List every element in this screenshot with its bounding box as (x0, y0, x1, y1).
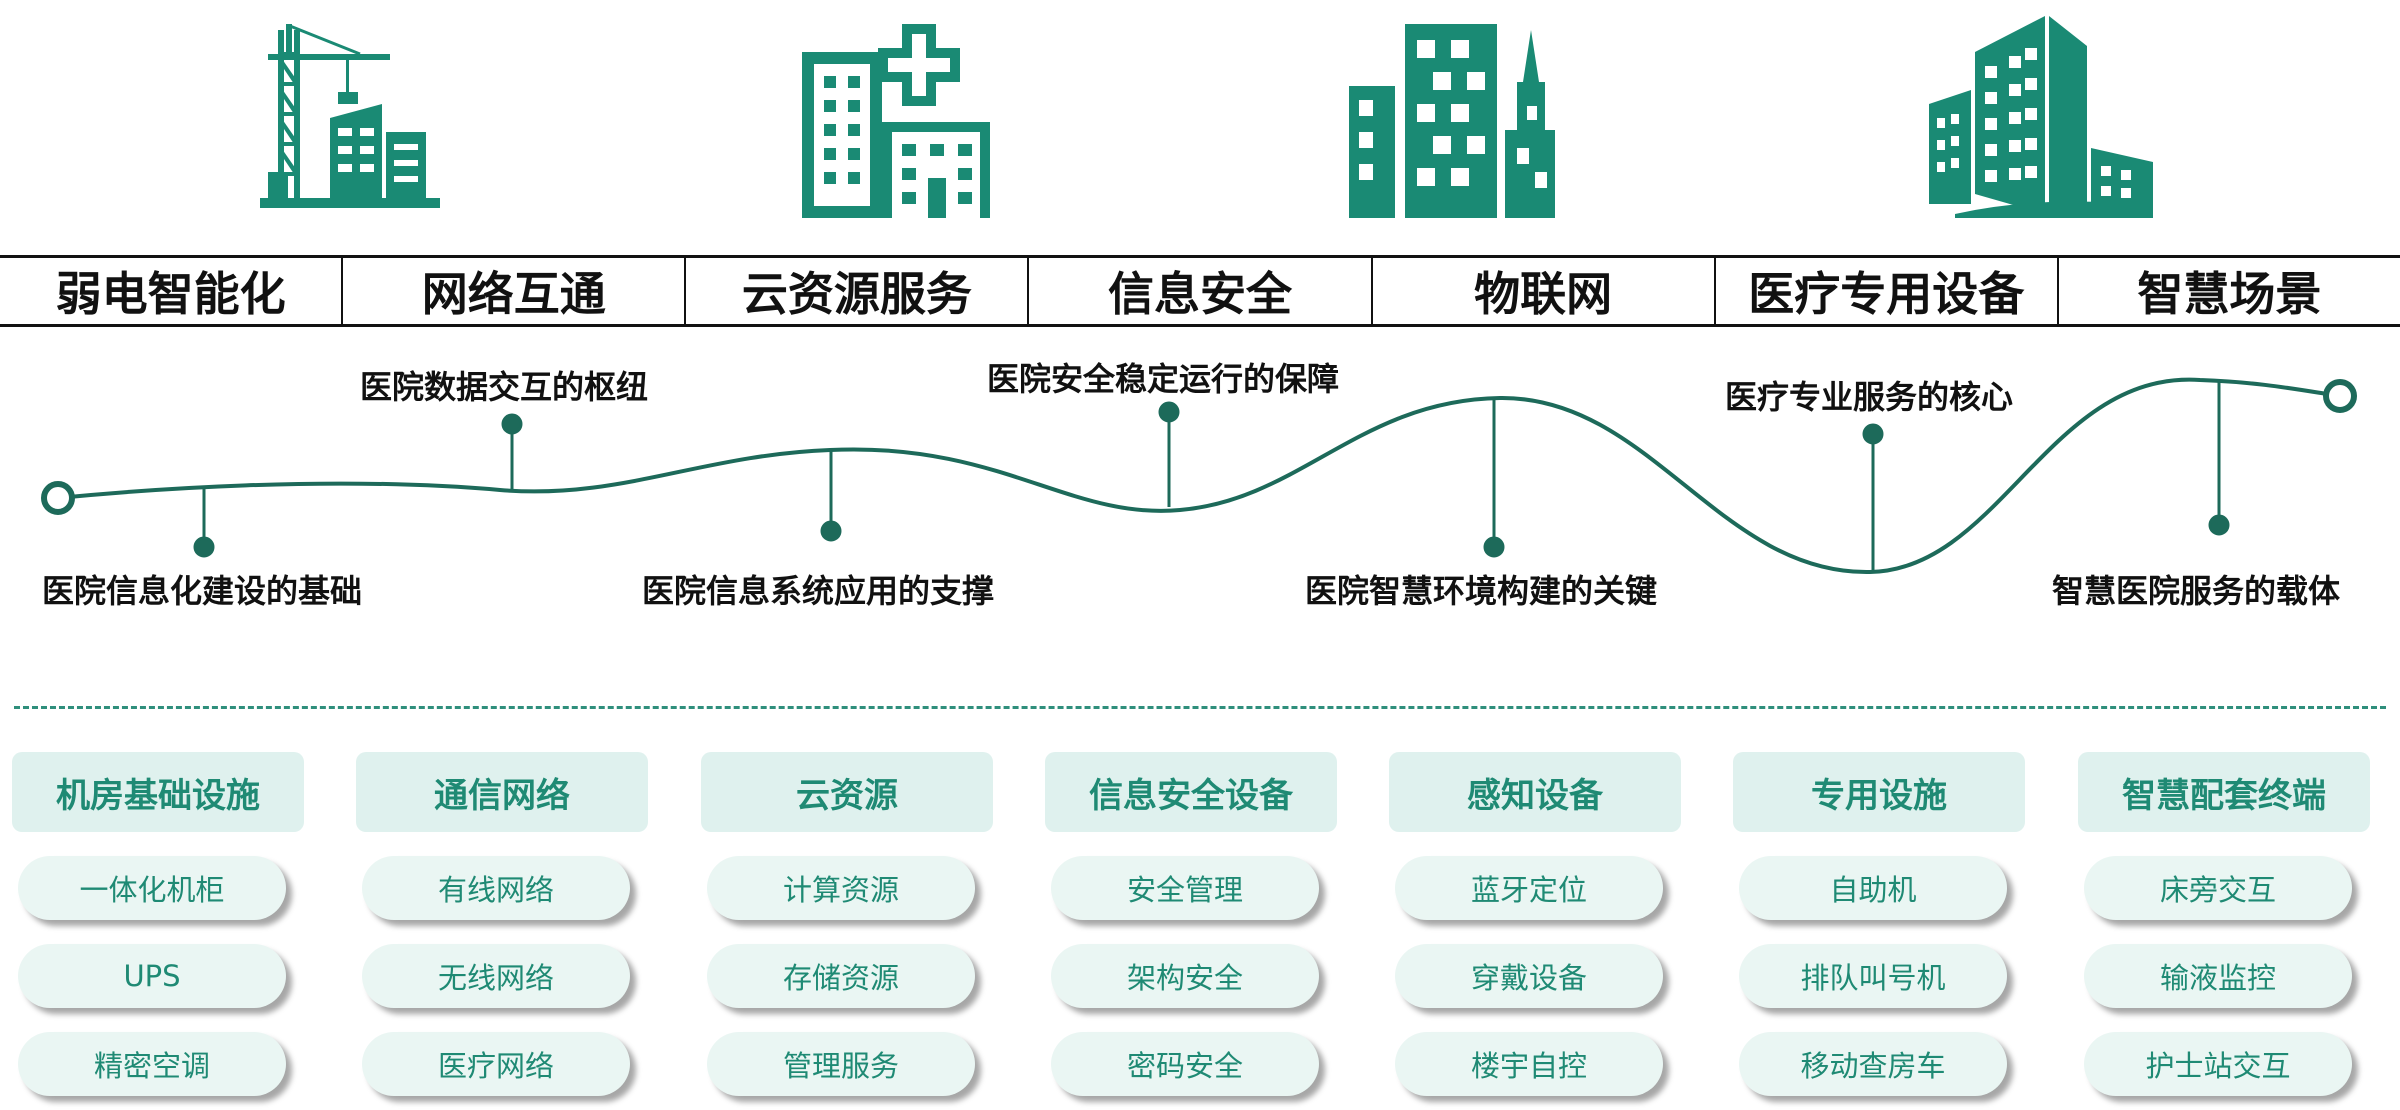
column-item: 楼宇自控 (1395, 1032, 1663, 1096)
connector-dot-5 (1483, 536, 1505, 558)
timeline-label: 医院安全稳定运行的保障 (987, 360, 1340, 398)
dashed-divider (14, 706, 2386, 709)
connector-dot-2 (501, 413, 523, 435)
column-2: 云资源 计算资源 存储资源 管理服务 (701, 752, 993, 1096)
timeline-label: 医院数据交互的枢纽 (360, 368, 649, 406)
timeline-start-node (41, 481, 75, 515)
connector-dot-1 (193, 536, 215, 558)
timeline-wave (41, 377, 2357, 575)
category-header-row: 弱电智能化 网络互通 云资源服务 信息安全 物联网 医疗专用设备 智慧场景 (0, 255, 2400, 327)
column-title: 通信网络 (356, 752, 648, 832)
column-item: UPS (18, 944, 286, 1008)
category-cell: 物联网 (1373, 258, 1716, 324)
column-item: 存储资源 (707, 944, 975, 1008)
column-1: 通信网络 有线网络 无线网络 医疗网络 (356, 752, 648, 1096)
timeline-label: 医疗专业服务的核心 (1725, 378, 2014, 416)
column-item: 管理服务 (707, 1032, 975, 1096)
category-cell: 网络互通 (343, 258, 687, 324)
column-item: 穿戴设备 (1395, 944, 1663, 1008)
crane-building-icon (260, 24, 440, 208)
column-4: 感知设备 蓝牙定位 穿戴设备 楼宇自控 (1389, 752, 1681, 1096)
column-item: 床旁交互 (2084, 856, 2352, 920)
timeline-label: 医院信息化建设的基础 (42, 572, 363, 610)
category-cell: 云资源服务 (686, 258, 1030, 324)
column-item: 精密空调 (18, 1032, 286, 1096)
column-0: 机房基础设施 一体化机柜 UPS 精密空调 (12, 752, 304, 1096)
column-item: 有线网络 (362, 856, 630, 920)
connector-dot-7 (2208, 514, 2230, 536)
column-6: 智慧配套终端 床旁交互 输液监控 护士站交互 (2078, 752, 2370, 1096)
column-title: 感知设备 (1389, 752, 1681, 832)
column-item: 医疗网络 (362, 1032, 630, 1096)
timeline-end-node (2323, 379, 2357, 413)
column-item: 密码安全 (1051, 1032, 1319, 1096)
column-item: 输液监控 (2084, 944, 2352, 1008)
city-buildings-icon (1349, 24, 1555, 218)
column-title: 云资源 (701, 752, 993, 832)
timeline-label: 医院信息系统应用的支撑 (642, 572, 995, 610)
column-item: 护士站交互 (2084, 1032, 2352, 1096)
column-item: 无线网络 (362, 944, 630, 1008)
column-item: 蓝牙定位 (1395, 856, 1663, 920)
hospital-icon (802, 24, 990, 218)
connector-dot-6 (1862, 423, 1884, 445)
column-3: 信息安全设备 安全管理 架构安全 密码安全 (1045, 752, 1337, 1096)
connector-dot-3 (820, 520, 842, 542)
column-item: 计算资源 (707, 856, 975, 920)
column-item: 排队叫号机 (1739, 944, 2007, 1008)
category-cell: 智慧场景 (2137, 267, 2322, 321)
column-item: 自助机 (1739, 856, 2007, 920)
column-item: 移动查房车 (1739, 1032, 2007, 1096)
skyscraper-icon (1929, 16, 2153, 218)
column-title: 机房基础设施 (12, 752, 304, 832)
connector-dot-4 (1158, 401, 1180, 423)
timeline-label: 医院智慧环境构建的关键 (1305, 572, 1658, 610)
timeline-label: 智慧医院服务的载体 (2052, 572, 2341, 610)
category-cell: 医疗专用设备 (1716, 258, 2059, 324)
column-item: 一体化机柜 (18, 856, 286, 920)
category-cell: 信息安全 (1029, 258, 1373, 324)
column-5: 专用设施 自助机 排队叫号机 移动查房车 (1733, 752, 2025, 1096)
column-item: 架构安全 (1051, 944, 1319, 1008)
category-cell: 弱电智能化 (0, 258, 344, 324)
column-title: 专用设施 (1733, 752, 2025, 832)
column-item: 安全管理 (1051, 856, 1319, 920)
wave-curve (57, 377, 2341, 575)
column-title: 信息安全设备 (1045, 752, 1337, 832)
column-title: 智慧配套终端 (2078, 752, 2370, 832)
